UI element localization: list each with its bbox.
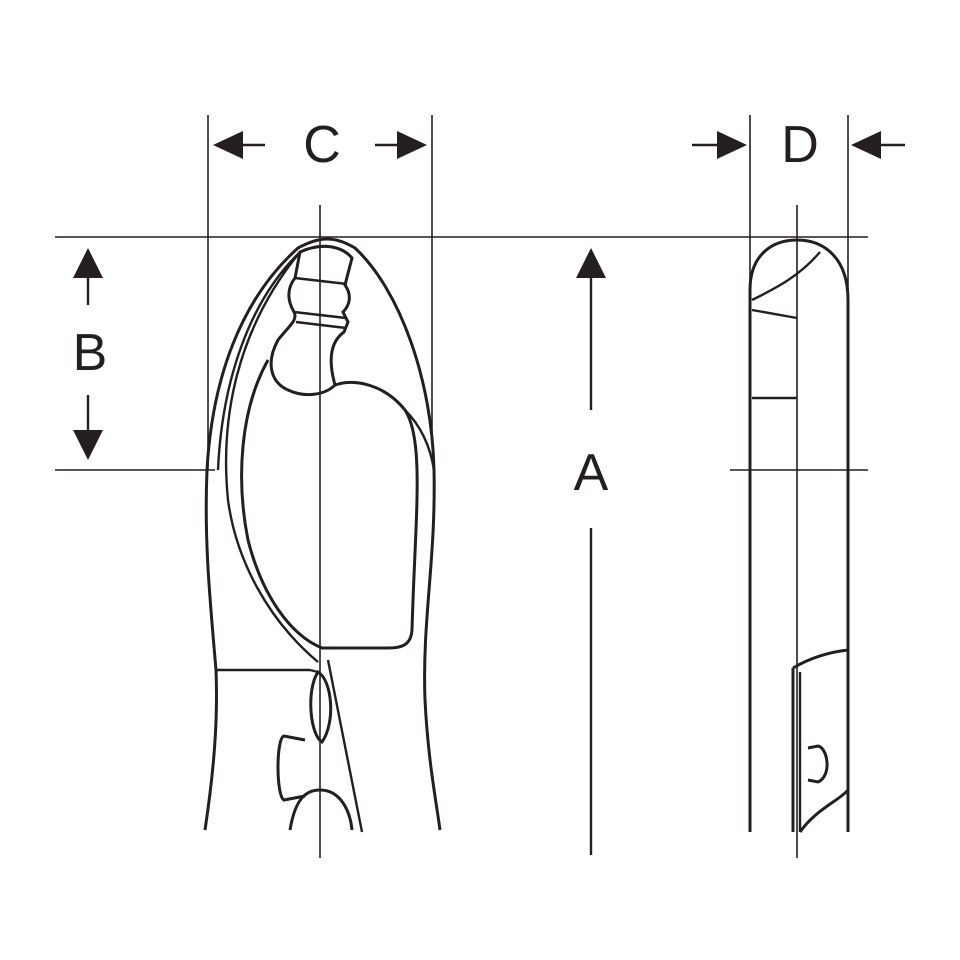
dimension-a-label: A (574, 444, 609, 502)
dimension-b: B (73, 248, 108, 460)
extension-lines (55, 115, 868, 471)
d-right-arrow (851, 131, 881, 159)
cutting-notch (269, 244, 354, 397)
dimension-d: D (692, 116, 905, 174)
dimension-c-label: C (303, 116, 341, 174)
dimension-b-label: B (73, 324, 108, 382)
dimension-c: C (213, 116, 427, 174)
blade-face (240, 359, 419, 650)
b-bottom-arrow (73, 430, 103, 460)
a-top-arrow (576, 248, 606, 278)
b-top-arrow (73, 248, 103, 278)
handle-hump (288, 788, 354, 831)
dimension-d-label: D (781, 116, 819, 174)
plier-side-view (748, 238, 850, 833)
c-left-arrow (213, 131, 243, 159)
handle-joint-line (326, 659, 364, 833)
plier-front-view (203, 237, 442, 833)
side-outline (748, 238, 850, 832)
spring-screw (276, 734, 306, 802)
d-left-arrow (717, 131, 747, 159)
head-outline (203, 237, 442, 831)
lower-jaw-outline (216, 251, 319, 663)
dimension-a: A (574, 248, 609, 855)
side-jaw-bevel (751, 251, 821, 302)
side-pivot-plate (792, 648, 850, 833)
c-right-arrow (397, 131, 427, 159)
center-lines (319, 205, 798, 858)
side-screw-head (807, 744, 829, 784)
pivot-rivet (309, 669, 333, 744)
